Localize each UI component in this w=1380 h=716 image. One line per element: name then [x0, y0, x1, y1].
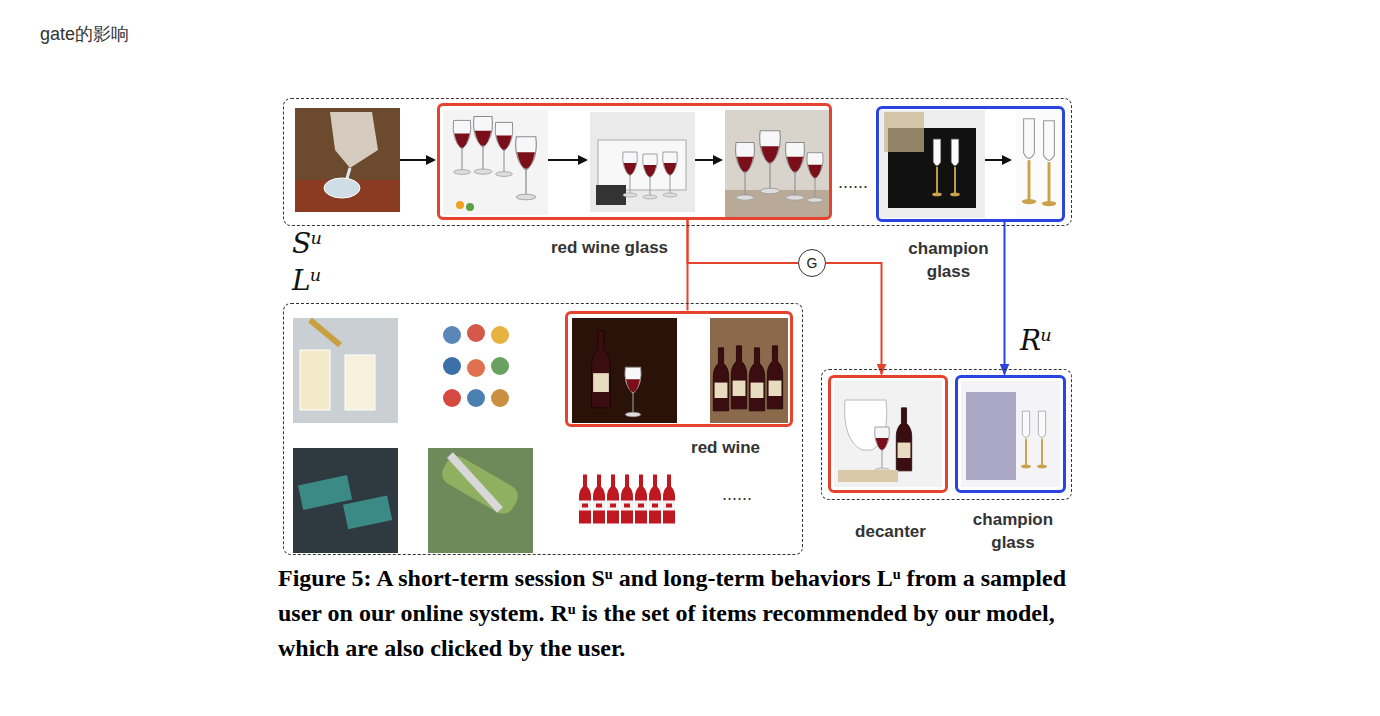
figure-caption: Figure 5: A short-term session Sᵘ and lo… — [278, 561, 1078, 666]
gate-circle: G — [798, 249, 826, 277]
ellipsis-label: ...... — [838, 172, 868, 193]
ellipsis-label: ...... — [722, 484, 752, 505]
set-symbol: Lᵘ — [292, 264, 322, 297]
set-symbol: Sᵘ — [292, 227, 322, 260]
item-label: champion glass — [899, 237, 999, 283]
item-box: champion glass — [876, 106, 1065, 222]
item-label: red wine glass — [530, 236, 690, 259]
item-box: champion glass — [955, 375, 1066, 493]
page-title: gate的影响 — [40, 22, 129, 46]
group-box: Sᵘred wine glasschampion glass — [283, 98, 1072, 226]
set-symbol: Rᵘ — [1020, 324, 1052, 357]
connector-arrow — [1004, 222, 1006, 375]
item-box: red wine glass — [437, 103, 832, 220]
connector-arrow — [826, 263, 882, 375]
group-box: Lᵘred wine — [283, 303, 803, 555]
group-box: Rᵘdecanterchampion glass — [821, 369, 1072, 500]
connector-arrow — [688, 220, 799, 264]
gate-label: G — [807, 256, 818, 270]
item-label: champion glass — [958, 508, 1069, 554]
item-label: decanter — [821, 520, 961, 543]
item-label: red wine — [666, 436, 786, 459]
item-box: red wine — [565, 311, 793, 427]
item-box: decanter — [828, 375, 948, 493]
